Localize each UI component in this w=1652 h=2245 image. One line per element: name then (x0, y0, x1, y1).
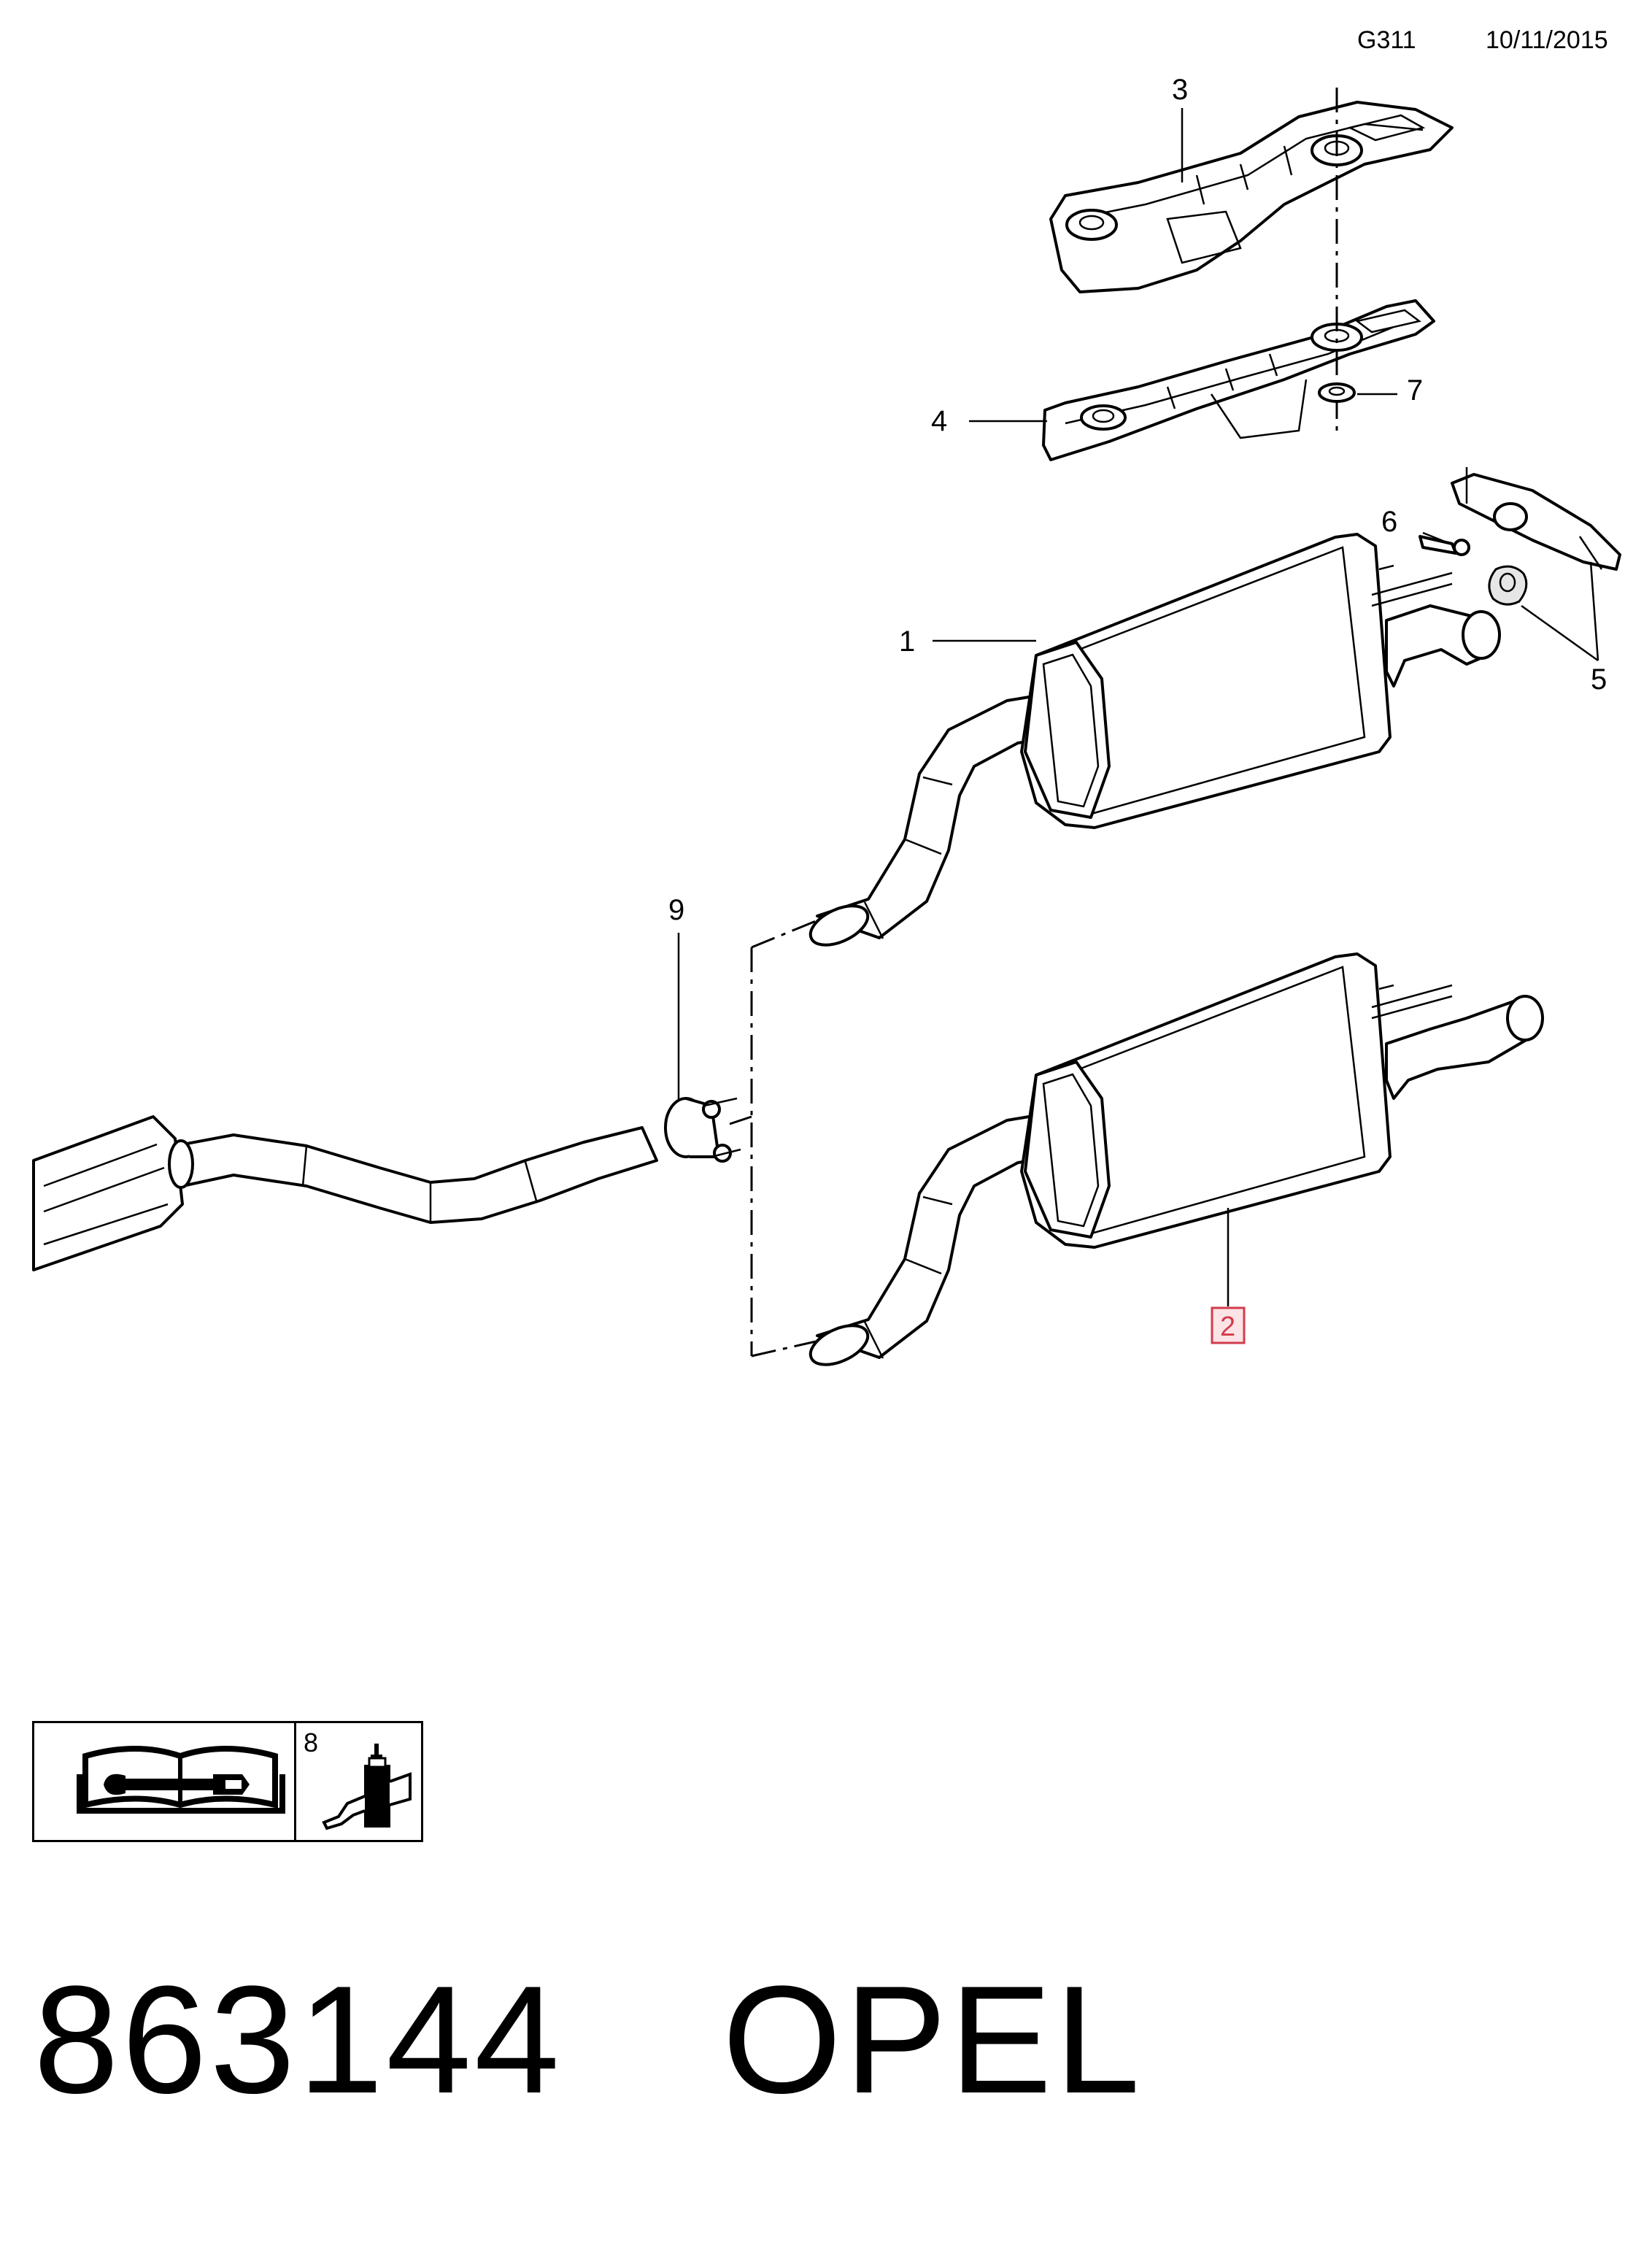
callout-9: 9 (668, 894, 684, 926)
callout-4: 4 (931, 405, 947, 437)
exhaust-diagram: 3 4 7 6 1 5 9 2 (32, 74, 1621, 1373)
diagram-code: G311 (1357, 26, 1416, 54)
rear-muffler-part-2[interactable] (805, 952, 1544, 1373)
callout-2-highlight[interactable] (1211, 1306, 1246, 1344)
part-number: 863144 (34, 1954, 563, 2125)
legend-adhesive-ref: 8 (304, 1728, 319, 1757)
adhesive-bottle-icon (322, 1744, 412, 1830)
callout-6: 6 (1381, 506, 1397, 538)
brand-name: OPEL (722, 1954, 1143, 2125)
callout-1: 1 (899, 625, 915, 658)
front-exhaust-pipe[interactable] (32, 1115, 658, 1271)
nut-part-7[interactable] (1318, 382, 1356, 403)
legend-cell-adhesive: 8 (296, 1723, 421, 1840)
callout-3: 3 (1172, 74, 1188, 106)
heat-shield-lower[interactable] (1042, 299, 1435, 461)
legend-cell-manual (34, 1723, 296, 1840)
bolt-part-6[interactable] (1419, 535, 1470, 556)
clamp-part-9[interactable] (664, 1097, 741, 1163)
diagram-date: 10/11/2015 (1486, 26, 1608, 54)
heat-shield-upper[interactable] (1049, 101, 1454, 293)
callout-7: 7 (1407, 374, 1423, 407)
legend-box: 8 (32, 1721, 423, 1842)
repair-manual-wrench-icon (77, 1746, 285, 1814)
callout-5: 5 (1591, 663, 1607, 696)
mount-bracket-part-5[interactable] (1451, 467, 1621, 606)
callout-2: 2 (1220, 1312, 1235, 1342)
rear-muffler-part-1[interactable] (805, 533, 1501, 953)
